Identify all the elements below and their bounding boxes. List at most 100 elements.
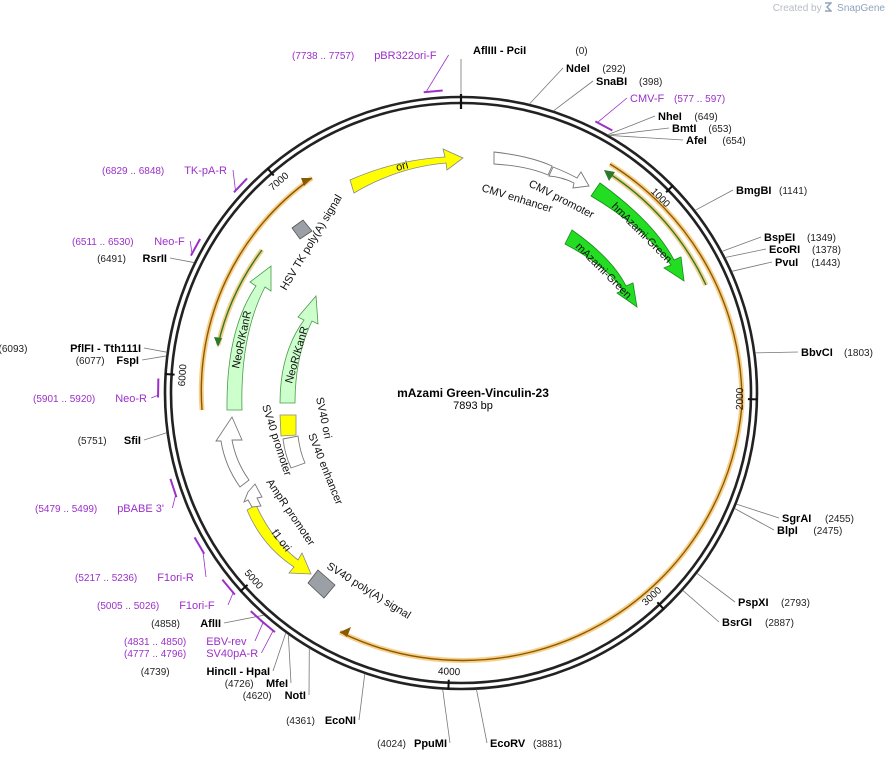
snapgene-logo-icon	[825, 2, 833, 12]
tick-mark	[266, 167, 275, 177]
site-leader-line	[725, 248, 767, 258]
primer-f1ori-r: (5217 .. 5236)F1ori-R	[75, 536, 207, 584]
site-ecorv: EcoRV(3881)	[476, 689, 562, 750]
site-name: BmtI	[672, 123, 696, 135]
primer-tk-pa-r: (6829 .. 6848)TK-pA-R	[102, 165, 248, 194]
tick-mark	[665, 184, 674, 193]
primer-range: (6829 .. 6848)	[102, 166, 164, 177]
primer-mark	[423, 89, 443, 94]
primer-leader-line	[254, 622, 264, 642]
site-leader-line	[169, 257, 195, 263]
primer-name: pBABE 3'	[117, 503, 164, 515]
site-pflfi: PflFI - Tth111I (6093)	[0, 343, 167, 355]
map-center-title: mAzami Green-Vinculin-23 7893 bp	[397, 386, 549, 412]
primer-cmv-f: CMV-F (577 .. 597)	[594, 93, 725, 132]
primer-leader-line	[172, 494, 177, 509]
primer-name: pBR322ori-F	[374, 50, 437, 62]
primer-pbabe-3-: (5479 .. 5499) pBABE 3'	[35, 478, 178, 515]
site-blpi: BlpI(2475)	[734, 508, 842, 537]
primer-mark	[233, 177, 248, 194]
primer-leader-line	[227, 592, 234, 606]
site-name: AflII	[200, 618, 221, 630]
site-position: (6491)	[97, 254, 126, 265]
tick-mark	[164, 373, 175, 376]
site-position: (4739)	[141, 667, 170, 678]
primer-name: F1ori-F	[179, 600, 215, 612]
site-name: NheI	[658, 111, 682, 123]
site-leader-line	[736, 503, 780, 519]
tick-mark	[656, 601, 665, 611]
feature-hsv-tk-polya	[291, 219, 313, 240]
site-position: (4024)	[377, 739, 406, 750]
primer-range: (5005 .. 5026)	[97, 601, 159, 612]
site-leader-line	[143, 347, 167, 353]
site-position: (4361)	[286, 716, 315, 727]
primer-name: SV40pA-R	[206, 648, 258, 660]
site-leader-line	[721, 236, 762, 252]
feature-label-hsv-tk-polya: HSV TK poly(A) signal	[278, 193, 345, 293]
tick-label: 2000	[735, 387, 746, 410]
site-name: PflFI - Tth111I	[70, 343, 141, 355]
primer-range: (5217 .. 5236)	[75, 573, 137, 584]
primer-mark	[259, 619, 276, 633]
site-position: (653)	[708, 124, 731, 135]
feature-sv40-polya	[307, 569, 336, 599]
primer-range: (4777 .. 4796)	[124, 649, 186, 660]
site-name: NdeI	[566, 63, 590, 75]
site-bbvci: BbvCI(1803)	[755, 347, 873, 359]
site-name: AfeI	[686, 135, 707, 147]
site-name: PpuMI	[414, 738, 447, 750]
tick-mark	[239, 584, 249, 593]
site-position: (4858)	[151, 619, 180, 630]
site-pvui: PvuI(1443)	[731, 257, 840, 272]
primer-pbr322ori-f: (7738 .. 7757) pBR322ori-F	[292, 50, 449, 94]
feature-hmazami-green	[590, 182, 685, 282]
site-position: (6077)	[76, 356, 105, 367]
site-position: (1141)	[779, 186, 807, 197]
primer-range: (4831 .. 4850)	[124, 637, 186, 648]
primer-range: (5479 .. 5499)	[35, 504, 97, 515]
site-pspxi: PspXI(2793)	[696, 573, 810, 609]
site-position: (292)	[602, 64, 625, 75]
site-econi: EcoNI(4361)	[286, 673, 366, 727]
site-position: (2475)	[813, 526, 842, 537]
site-name: MfeI	[266, 678, 288, 690]
site-position: (5751)	[78, 436, 107, 447]
site-leader-line	[476, 689, 488, 744]
tick-label: 6000	[177, 363, 189, 386]
primer-name: CMV-F	[630, 93, 665, 105]
site-bmti: BmtI (653)	[608, 123, 732, 136]
site-bspei: BspEI(1349)	[721, 232, 836, 252]
site-leader-line	[682, 590, 720, 623]
primer-range: (7738 .. 7757)	[292, 51, 354, 62]
site-name: PvuI	[775, 257, 798, 269]
site-ecori: EcoRI(1378)	[725, 244, 841, 258]
site-bsrgi: BsrGI(2887)	[682, 590, 794, 629]
feature-neor-kanr-inner	[279, 295, 319, 404]
site-hincii: HincII - HpaI(4739)	[141, 632, 287, 678]
site-name: SnaBI	[596, 76, 627, 88]
site-sgrai: SgrAI(2455)	[736, 503, 854, 525]
site-aflii: AflII (4858)	[151, 614, 264, 630]
site-name: PspXI	[738, 597, 769, 609]
site-leader-line	[287, 634, 292, 684]
primer-range: (577 .. 597)	[674, 94, 725, 105]
site-position: (398)	[639, 77, 662, 88]
site-name: BbvCI	[801, 347, 833, 359]
site-position: (6093)	[0, 344, 27, 355]
primer-leader-line	[202, 551, 207, 578]
primer-name: Neo-F	[154, 236, 185, 248]
site-position: (1349)	[807, 233, 836, 244]
site-leader-line	[755, 351, 799, 354]
plasmid-length: 7893 bp	[453, 400, 493, 412]
site-nhei: NheI(649)	[607, 111, 718, 136]
snapgene-credit: Created by SnapGene	[773, 2, 885, 14]
site-name: EcoRI	[769, 244, 800, 256]
primer-f1ori-f: (5005 .. 5026) F1ori-F	[97, 579, 236, 612]
site-fspi: FspI(6077)	[76, 355, 167, 367]
feature-mazami-green	[564, 229, 638, 308]
feature-sv40-enhancer	[282, 435, 306, 469]
plasmid-name: mAzami Green-Vinculin-23	[397, 386, 549, 400]
site-rsrii: RsrII(6491)	[97, 253, 195, 265]
